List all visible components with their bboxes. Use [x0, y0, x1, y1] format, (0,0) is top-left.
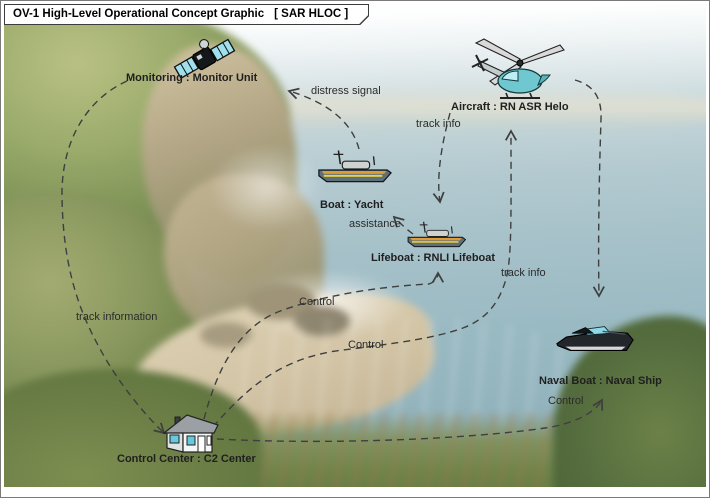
diagram-frame-tab: OV-1 High-Level Operational Concept Grap…: [4, 4, 369, 25]
speedboat-icon: [556, 326, 634, 351]
flow-label-track-info-helo[interactable]: track info: [416, 118, 461, 130]
photo-layer-surf-upper: [204, 140, 329, 235]
diagram-title: OV-1 High-Level Operational Concept Grap…: [13, 8, 265, 20]
flow-label-track-info-naval[interactable]: track info: [501, 267, 546, 279]
flow-label-control-aircraft[interactable]: Control: [348, 339, 384, 351]
node-label-naval-ship[interactable]: Naval Boat : Naval Ship: [539, 375, 662, 387]
flow-label-assistance[interactable]: assistance: [349, 218, 401, 230]
satellite-icon: [173, 38, 236, 80]
photo-paint-layers: [4, 4, 706, 487]
flow-label-distress-signal[interactable]: distress signal: [311, 85, 381, 97]
diagram-tag: [ SAR HLOC ]: [274, 8, 349, 20]
flow-label-control-lifeboat[interactable]: Control: [299, 296, 335, 308]
node-rnli-lifeboat[interactable]: [405, 220, 467, 253]
node-monitor-unit[interactable]: [171, 34, 237, 82]
node-label-yacht[interactable]: Boat : Yacht: [320, 199, 384, 211]
node-label-rnli-lifeboat[interactable]: Lifeboat : RNLI Lifeboat: [371, 252, 496, 264]
yacht-icon: [318, 150, 392, 183]
lifeboat-icon: [407, 221, 467, 248]
node-label-rn-asr-helo[interactable]: Aircraft : RN ASR Helo: [451, 101, 569, 113]
flow-label-track-information[interactable]: track information: [76, 311, 158, 323]
node-label-monitor-unit[interactable]: Monitoring : Monitor Unit: [126, 72, 258, 84]
node-yacht[interactable]: [315, 148, 393, 190]
background-photo: [4, 4, 706, 487]
node-label-c2-center[interactable]: Control Center : C2 Center: [117, 453, 256, 465]
node-naval-ship[interactable]: [555, 318, 635, 358]
node-c2-center[interactable]: [163, 410, 219, 456]
house-icon: [163, 414, 219, 453]
helicopter-icon: [471, 38, 565, 99]
node-rn-asr-helo[interactable]: [464, 37, 568, 105]
flow-label-control-naval[interactable]: Control: [548, 395, 584, 407]
